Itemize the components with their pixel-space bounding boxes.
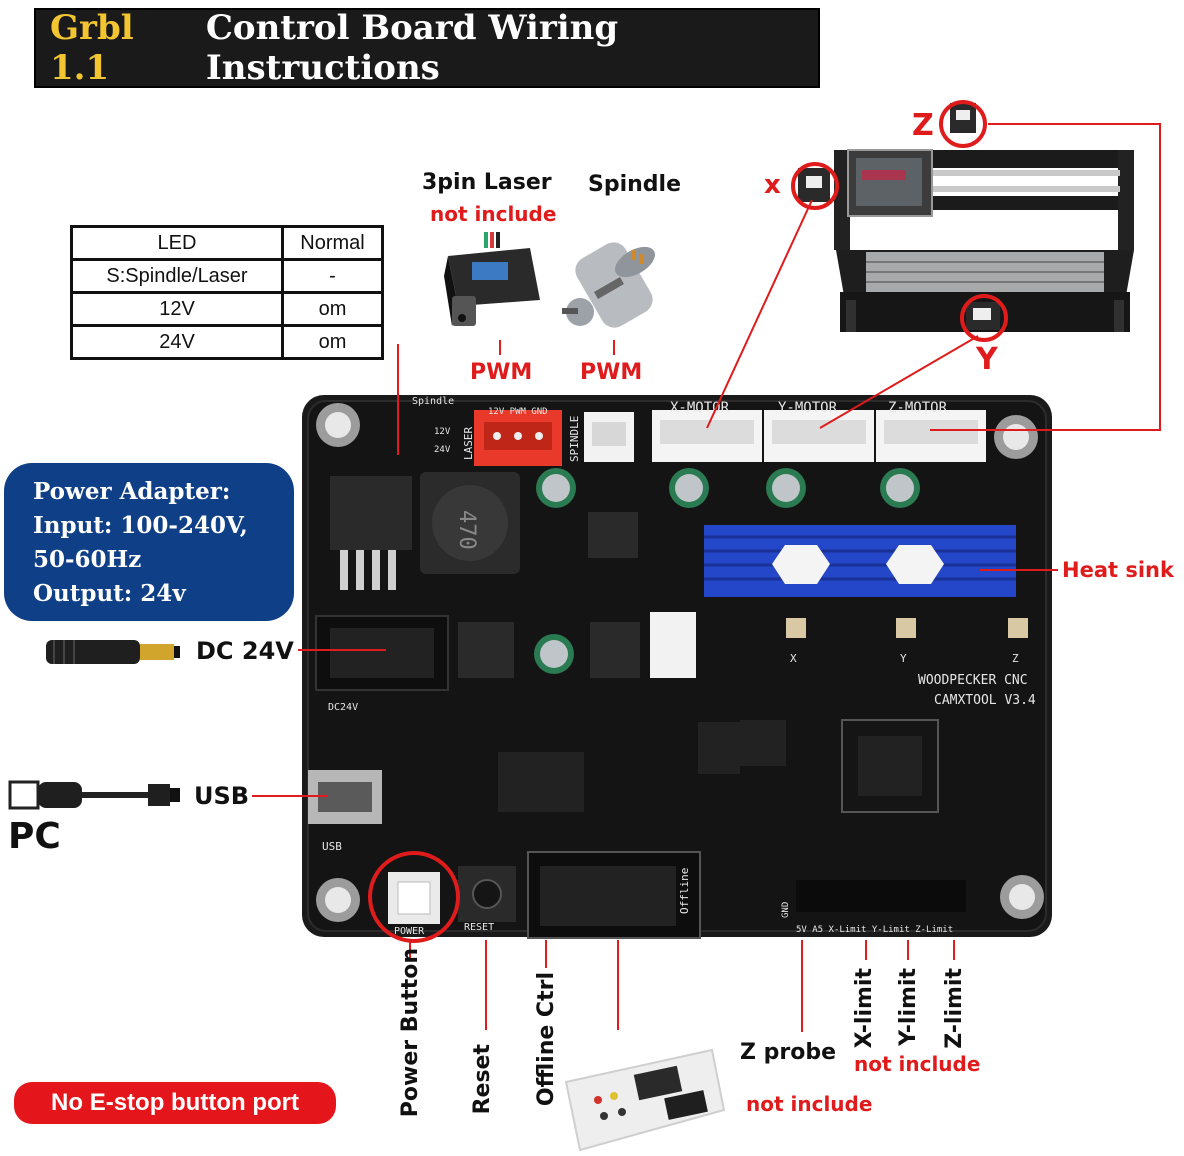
reset-label: Reset <box>470 1044 495 1115</box>
usb-cable-image <box>8 780 180 810</box>
callout-lines <box>252 123 1161 1032</box>
silk-dc24v: DC24V <box>328 702 358 713</box>
heat-sink-label: Heat sink <box>1062 558 1174 582</box>
led-row-value: om <box>281 324 384 360</box>
title-highlight: Grbl 1.1 <box>50 8 134 88</box>
title-text: Control Board Wiring Instructions <box>205 8 619 88</box>
led-header: LED <box>70 225 284 261</box>
power-adapter-box: Power Adapter: Input: 100-240V, 50-60Hz … <box>4 463 294 621</box>
power-adapter-output: Output: 24v <box>33 580 186 607</box>
power-button-label: Power Button <box>398 948 423 1118</box>
laser-not-included: not include <box>430 202 557 226</box>
led-row-label: 24V <box>70 324 284 360</box>
z-probe-label: Z probe <box>740 1040 836 1065</box>
usb-label: USB <box>194 782 250 810</box>
power-adapter-title: Power Adapter: <box>33 478 231 505</box>
led-row-value: - <box>281 258 384 294</box>
silk-spindle: SPINDLE <box>568 416 581 462</box>
offline-controller-image <box>564 1048 726 1152</box>
z-probe-not-included: not include <box>746 1092 873 1116</box>
control-board-image <box>302 395 1052 939</box>
silk-z: Z <box>1012 652 1019 665</box>
z-limit-label: Z-limit <box>942 968 967 1049</box>
dc-24v-label: DC 24V <box>196 637 294 665</box>
pwm-left-label: PWM <box>470 360 533 385</box>
silk-y: Y <box>900 652 907 665</box>
silk-offline: Offline <box>678 868 691 914</box>
silk-limits: 5V A5 X-Limit Y-Limit Z-Limit <box>796 925 953 935</box>
limit-not-included: not include <box>854 1052 981 1076</box>
board-silkscreen: X-MOTOR Y-MOTOR Z-MOTOR WOODPECKER CNC C… <box>322 396 1036 937</box>
laser-module-image <box>444 232 540 326</box>
silk-reset: RESET <box>464 922 494 933</box>
offline-ctrl-label: Offline Ctrl <box>534 972 559 1107</box>
x-limit-label: X-limit <box>852 968 877 1049</box>
no-estop-banner: No E-stop button port <box>14 1082 336 1124</box>
dc-plug-image <box>46 640 180 664</box>
silk-spindle-top: Spindle <box>412 396 454 407</box>
y-limit-label: Y-limit <box>896 968 921 1046</box>
power-adapter-frequency: 50-60Hz <box>33 546 142 573</box>
spindle-label: Spindle <box>588 172 682 197</box>
silk-y-motor: Y-MOTOR <box>778 400 838 416</box>
title-banner: Grbl 1.1 Control Board Wiring Instructio… <box>34 8 820 88</box>
pc-label: PC <box>8 816 61 857</box>
x-axis-label: x <box>764 170 781 200</box>
silk-z-motor: Z-MOTOR <box>888 400 948 416</box>
silk-power: POWER <box>394 926 425 937</box>
led-table: LED Normal S:Spindle/Laser - 12V om 24V … <box>70 225 384 360</box>
power-adapter-input: Input: 100-240V, <box>33 512 248 539</box>
silk-usb: USB <box>322 840 342 853</box>
silk-24v: 24V <box>434 445 451 455</box>
z-axis-label: Z <box>912 108 934 143</box>
silk-brand1: WOODPECKER CNC <box>918 673 1028 688</box>
cnc-machine-image <box>798 103 1134 332</box>
led-row-label: 12V <box>70 291 284 327</box>
pwm-right-label: PWM <box>580 360 643 385</box>
silk-x: X <box>790 652 797 665</box>
silk-12v: 12V <box>434 427 451 437</box>
led-row-label: S:Spindle/Laser <box>70 258 284 294</box>
silk-pins: 12V PWM GND <box>488 407 548 417</box>
silk-gnd: GND <box>781 902 791 918</box>
led-row-value: om <box>281 291 384 327</box>
highlight-circles <box>368 100 1008 943</box>
y-axis-label: Y <box>976 342 998 377</box>
silk-brand2: CAMXTOOL V3.4 <box>934 693 1036 708</box>
normal-header: Normal <box>281 225 384 261</box>
silk-laser: LASER <box>462 427 475 460</box>
laser-label: 3pin Laser <box>422 170 552 195</box>
spindle-motor-image <box>562 242 655 328</box>
silk-inductor: 470 <box>454 510 479 550</box>
silk-x-motor: X-MOTOR <box>670 400 730 416</box>
